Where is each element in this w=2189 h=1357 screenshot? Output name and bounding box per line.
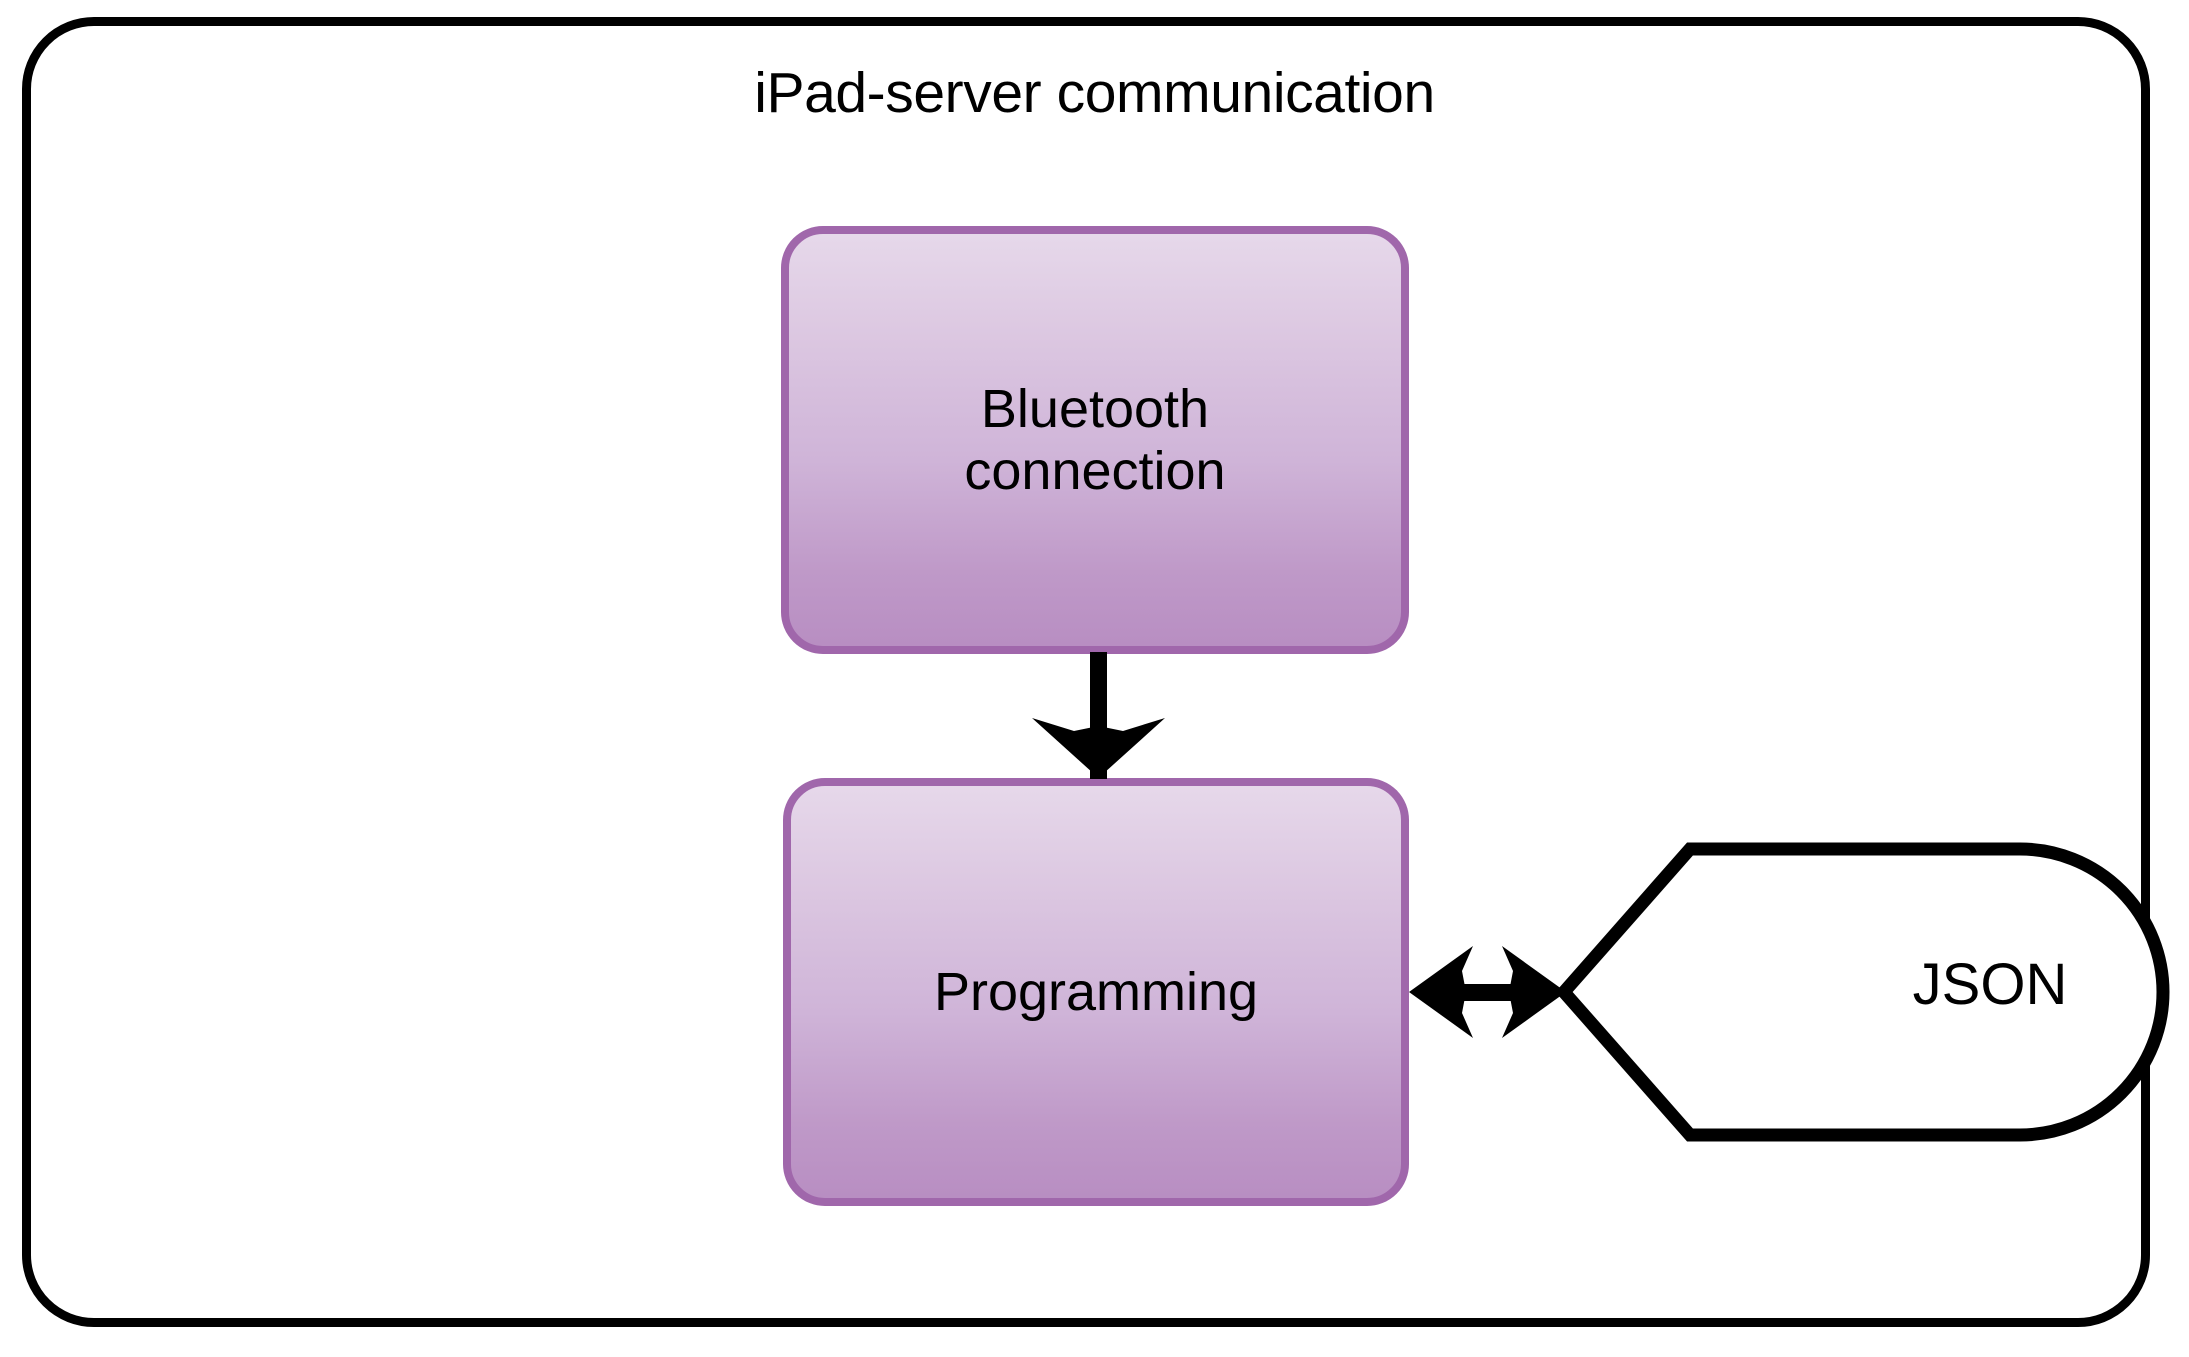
node-bluetooth-connection-label-line1: Bluetooth	[980, 378, 1210, 439]
diagram-title: iPad-server communication	[754, 61, 1435, 125]
node-programming-label: Programming	[933, 961, 1259, 1022]
node-json-label: JSON	[1912, 952, 2068, 1017]
node-bluetooth-connection-label-line2: connection	[964, 441, 1226, 501]
node-programming[interactable]: Programming	[783, 778, 1409, 1206]
